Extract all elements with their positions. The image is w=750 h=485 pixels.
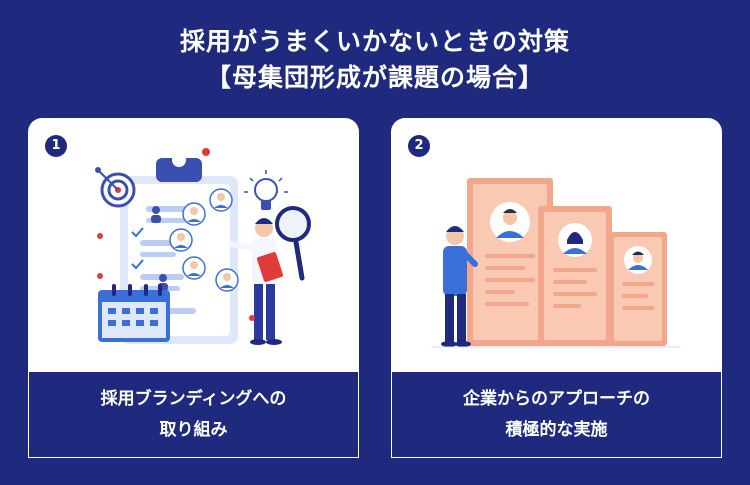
- strategy-card-2: 2 企業からのアプローチの 積極的な実施: [391, 118, 722, 458]
- card-number-badge: 2: [408, 135, 430, 157]
- strategy-card-1: 1 採用ブランディングへの 取り組み: [28, 118, 359, 458]
- card-image-area: 1: [28, 118, 359, 372]
- page-title: 採用がうまくいかないときの対策 【母集団形成が課題の場合】: [0, 24, 750, 96]
- title-line-1: 採用がうまくいかないときの対策: [179, 27, 570, 56]
- card-label: 採用ブランディングへの 取り組み: [28, 372, 359, 458]
- title-line-2: 【母集団形成が課題の場合】: [205, 63, 544, 92]
- card-number-badge: 1: [45, 135, 67, 157]
- card-label: 企業からのアプローチの 積極的な実施: [391, 372, 722, 458]
- card-label-line-1: 企業からのアプローチの: [463, 388, 650, 409]
- card-image-area: 2: [391, 118, 722, 372]
- resume-cards-illustration: [431, 178, 681, 348]
- card-label-line-1: 採用ブランディングへの: [100, 388, 287, 409]
- clipboard-branding-illustration: [95, 148, 311, 345]
- card-label-line-2: 積極的な実施: [505, 419, 608, 440]
- card-label-line-2: 取り組み: [159, 419, 228, 440]
